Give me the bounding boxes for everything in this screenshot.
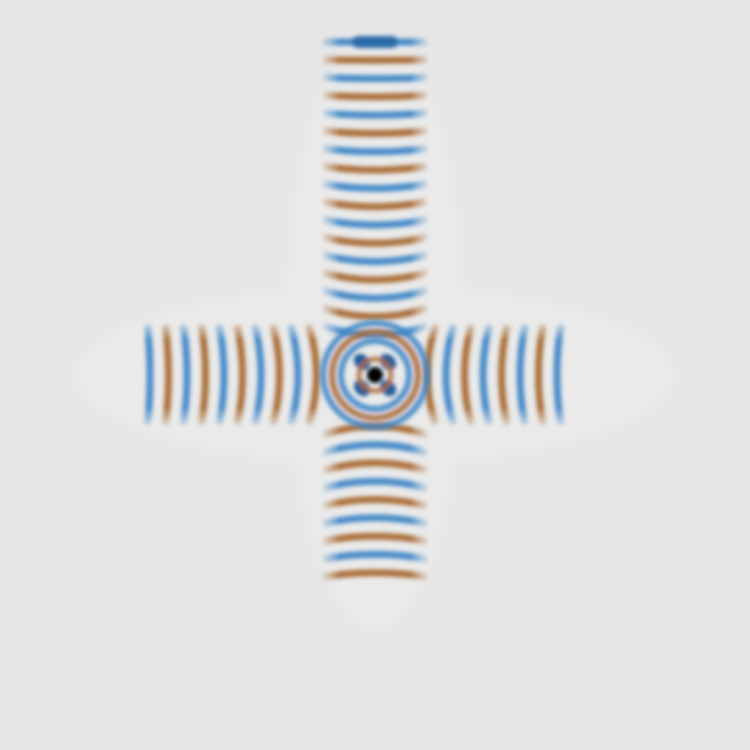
vertical-band <box>319 514 431 528</box>
center-lobe <box>353 353 371 371</box>
vertical-band <box>319 233 431 247</box>
horizontal-wave-arm <box>144 323 565 427</box>
vertical-band <box>319 477 431 492</box>
vertical-band <box>319 459 431 474</box>
horizontal-band <box>305 323 320 427</box>
horizontal-band <box>162 323 172 427</box>
horizontal-band <box>553 323 565 427</box>
vertical-band <box>319 162 431 174</box>
vertical-band <box>319 269 431 284</box>
vertical-band <box>319 251 431 266</box>
vertical-band <box>319 496 431 510</box>
vertical-band <box>319 532 431 545</box>
horizontal-band <box>233 323 246 427</box>
horizontal-band <box>216 323 228 427</box>
center-ring <box>338 338 412 412</box>
horizontal-band <box>535 323 547 427</box>
center-core <box>367 367 383 383</box>
horizontal-band <box>287 323 302 427</box>
vertical-band <box>319 109 431 119</box>
horizontal-band <box>144 323 154 427</box>
vertical-band <box>319 56 431 64</box>
vertical-band <box>319 91 431 101</box>
center-ring <box>329 329 421 421</box>
vertical-band <box>319 73 431 83</box>
horizontal-band <box>251 323 265 427</box>
top-end-cap <box>352 36 398 48</box>
horizontal-band <box>461 323 475 427</box>
horizontal-band <box>442 323 457 427</box>
center-lobe <box>379 379 397 397</box>
horizontal-band <box>198 323 209 427</box>
vertical-band <box>319 180 431 192</box>
horizontal-band <box>479 323 493 427</box>
horizontal-band <box>498 323 511 427</box>
vertical-band <box>319 287 431 302</box>
vertical-band <box>319 198 431 211</box>
vertical-band <box>319 127 431 137</box>
center-inner-ring <box>357 357 393 393</box>
horizontal-band <box>269 323 283 427</box>
vertical-band <box>319 569 431 581</box>
horizontal-band <box>516 323 529 427</box>
vertical-band <box>319 216 431 229</box>
center-interference-node <box>320 320 430 430</box>
vertical-band <box>319 441 431 457</box>
vertical-band <box>319 144 431 156</box>
horizontal-band <box>180 323 191 427</box>
center-lobe <box>379 353 397 371</box>
center-ring <box>320 320 430 430</box>
vertical-band <box>319 550 431 563</box>
center-lobe <box>353 379 371 397</box>
vertical-band <box>319 304 431 320</box>
